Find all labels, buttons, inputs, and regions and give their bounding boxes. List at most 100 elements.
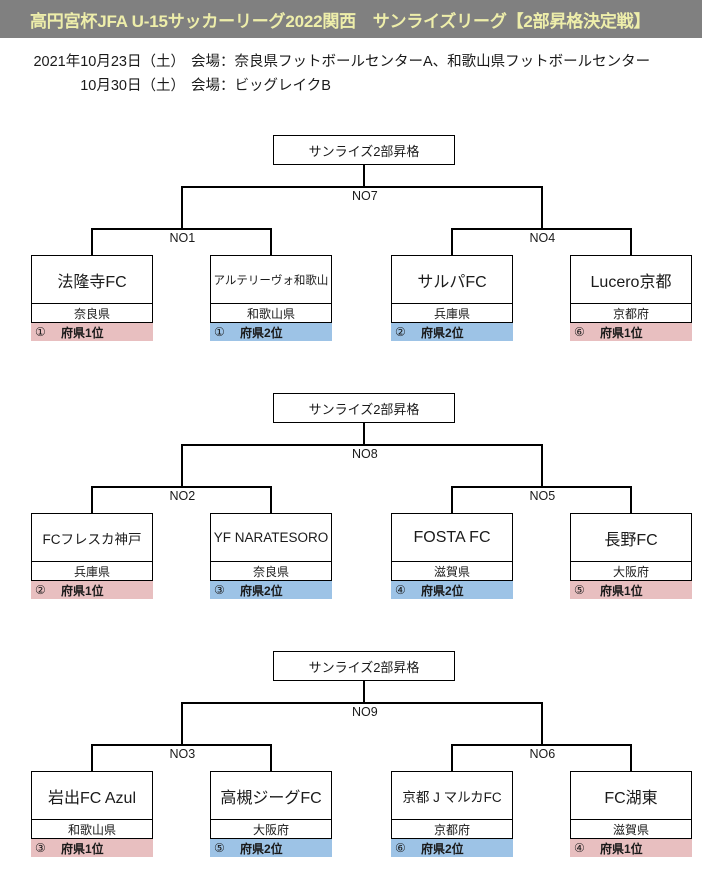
team-rank-text: 府県1位 [600,841,643,856]
team-rank-badge: ② 府県2位 [391,323,513,341]
match-node-label: NO5 [525,489,560,503]
connector-line [540,702,543,744]
team-rank-text: 府県1位 [600,583,643,598]
team-rank-text: 府県1位 [600,325,643,340]
connector-line [452,486,631,488]
event-meta: 2021年10月23日（土） 会場：奈良県フットボールセンターA、和歌山県フット… [0,50,702,98]
match-node-label: NO3 [165,747,200,761]
team-rank-text: 府県2位 [240,583,283,598]
team-rank-badge: ② 府県1位 [31,581,153,599]
team-seed-number: ③ [214,583,225,597]
connector-line [91,228,93,255]
promotion-box: サンライズ2部昇格 [273,135,455,165]
team-rank-text: 府県1位 [61,583,104,598]
promotion-label: サンライズ2部昇格 [308,401,420,417]
team-seed-number: ⑥ [574,325,585,339]
connector-line [451,486,453,513]
team-seed-number: ④ [395,583,406,597]
team-name: 岩出FC Azul [31,771,153,819]
team-prefecture: 大阪府 [570,561,692,581]
connector-line [91,744,93,771]
team-seed-number: ⑤ [214,841,225,855]
connector-line [270,486,272,513]
team-card[interactable]: FC湖東滋賀県 ④ 府県1位 [570,771,692,857]
meta-row: 2021年10月23日（土） 会場：奈良県フットボールセンターA、和歌山県フット… [0,50,702,74]
team-name: FC湖東 [570,771,692,819]
connector-line [181,444,542,446]
connector-line [451,744,453,771]
match-node-label: NO7 [348,189,382,203]
connector-line [92,228,271,230]
team-rank-badge: ① 府県1位 [31,323,153,341]
connector-line [180,702,183,744]
team-seed-number: ④ [574,841,585,855]
connector-line [363,165,365,186]
team-name: FOSTA FC [391,513,513,561]
team-name: 京都 J マルカFC [391,771,513,819]
connector-line [270,744,272,771]
event-venue: 会場：ビッグレイクB [191,78,331,94]
team-rank-text: 府県2位 [421,583,464,598]
connector-line [270,228,272,255]
team-prefecture: 京都府 [391,819,513,839]
connector-line [540,186,543,228]
team-prefecture: 滋賀県 [391,561,513,581]
connector-line [181,186,542,188]
team-seed-number: ⑥ [395,841,406,855]
team-rank-badge: ⑥ 府県1位 [570,323,692,341]
connector-line [92,744,271,746]
team-prefecture: 京都府 [570,303,692,323]
team-seed-number: ① [35,325,46,339]
promotion-box: サンライズ2部昇格 [273,393,455,423]
connector-line [630,228,632,255]
page-header-bar: 高円宮杯JFA U-15サッカーリーグ2022関西 サンライズリーグ【2部昇格決… [0,0,702,38]
connector-line [630,744,632,771]
connector-line [180,186,183,228]
team-name: アルテリーヴォ和歌山 [210,255,332,303]
team-name: Lucero京都 [570,255,692,303]
match-node-label: NO1 [165,231,200,245]
team-rank-text: 府県2位 [421,325,464,340]
team-prefecture: 和歌山県 [31,819,153,839]
match-node-label: NO8 [348,447,382,461]
team-rank-badge: ④ 府県2位 [391,581,513,599]
connector-line [180,444,183,486]
team-rank-text: 府県1位 [61,325,104,340]
team-name: 長野FC [570,513,692,561]
team-rank-badge: ④ 府県1位 [570,839,692,857]
connector-line [452,744,631,746]
team-prefecture: 兵庫県 [391,303,513,323]
match-node-label: NO2 [165,489,200,503]
connector-line [363,423,365,444]
team-seed-number: ② [35,583,46,597]
connector-line [91,486,93,513]
team-prefecture: 滋賀県 [570,819,692,839]
promotion-label: サンライズ2部昇格 [308,143,420,159]
connector-line [630,486,632,513]
connector-line [363,681,365,702]
team-name: FCフレスカ神戸 [31,513,153,561]
promotion-label: サンライズ2部昇格 [308,659,420,675]
team-name: 法隆寺FC [31,255,153,303]
team-card[interactable]: Lucero京都京都府 ⑥ 府県1位 [570,255,692,341]
team-seed-number: ③ [35,841,46,855]
connector-line [451,228,453,255]
event-venue: 会場：奈良県フットボールセンターA、和歌山県フットボールセンター [191,54,651,70]
team-prefecture: 和歌山県 [210,303,332,323]
team-seed-number: ② [395,325,406,339]
